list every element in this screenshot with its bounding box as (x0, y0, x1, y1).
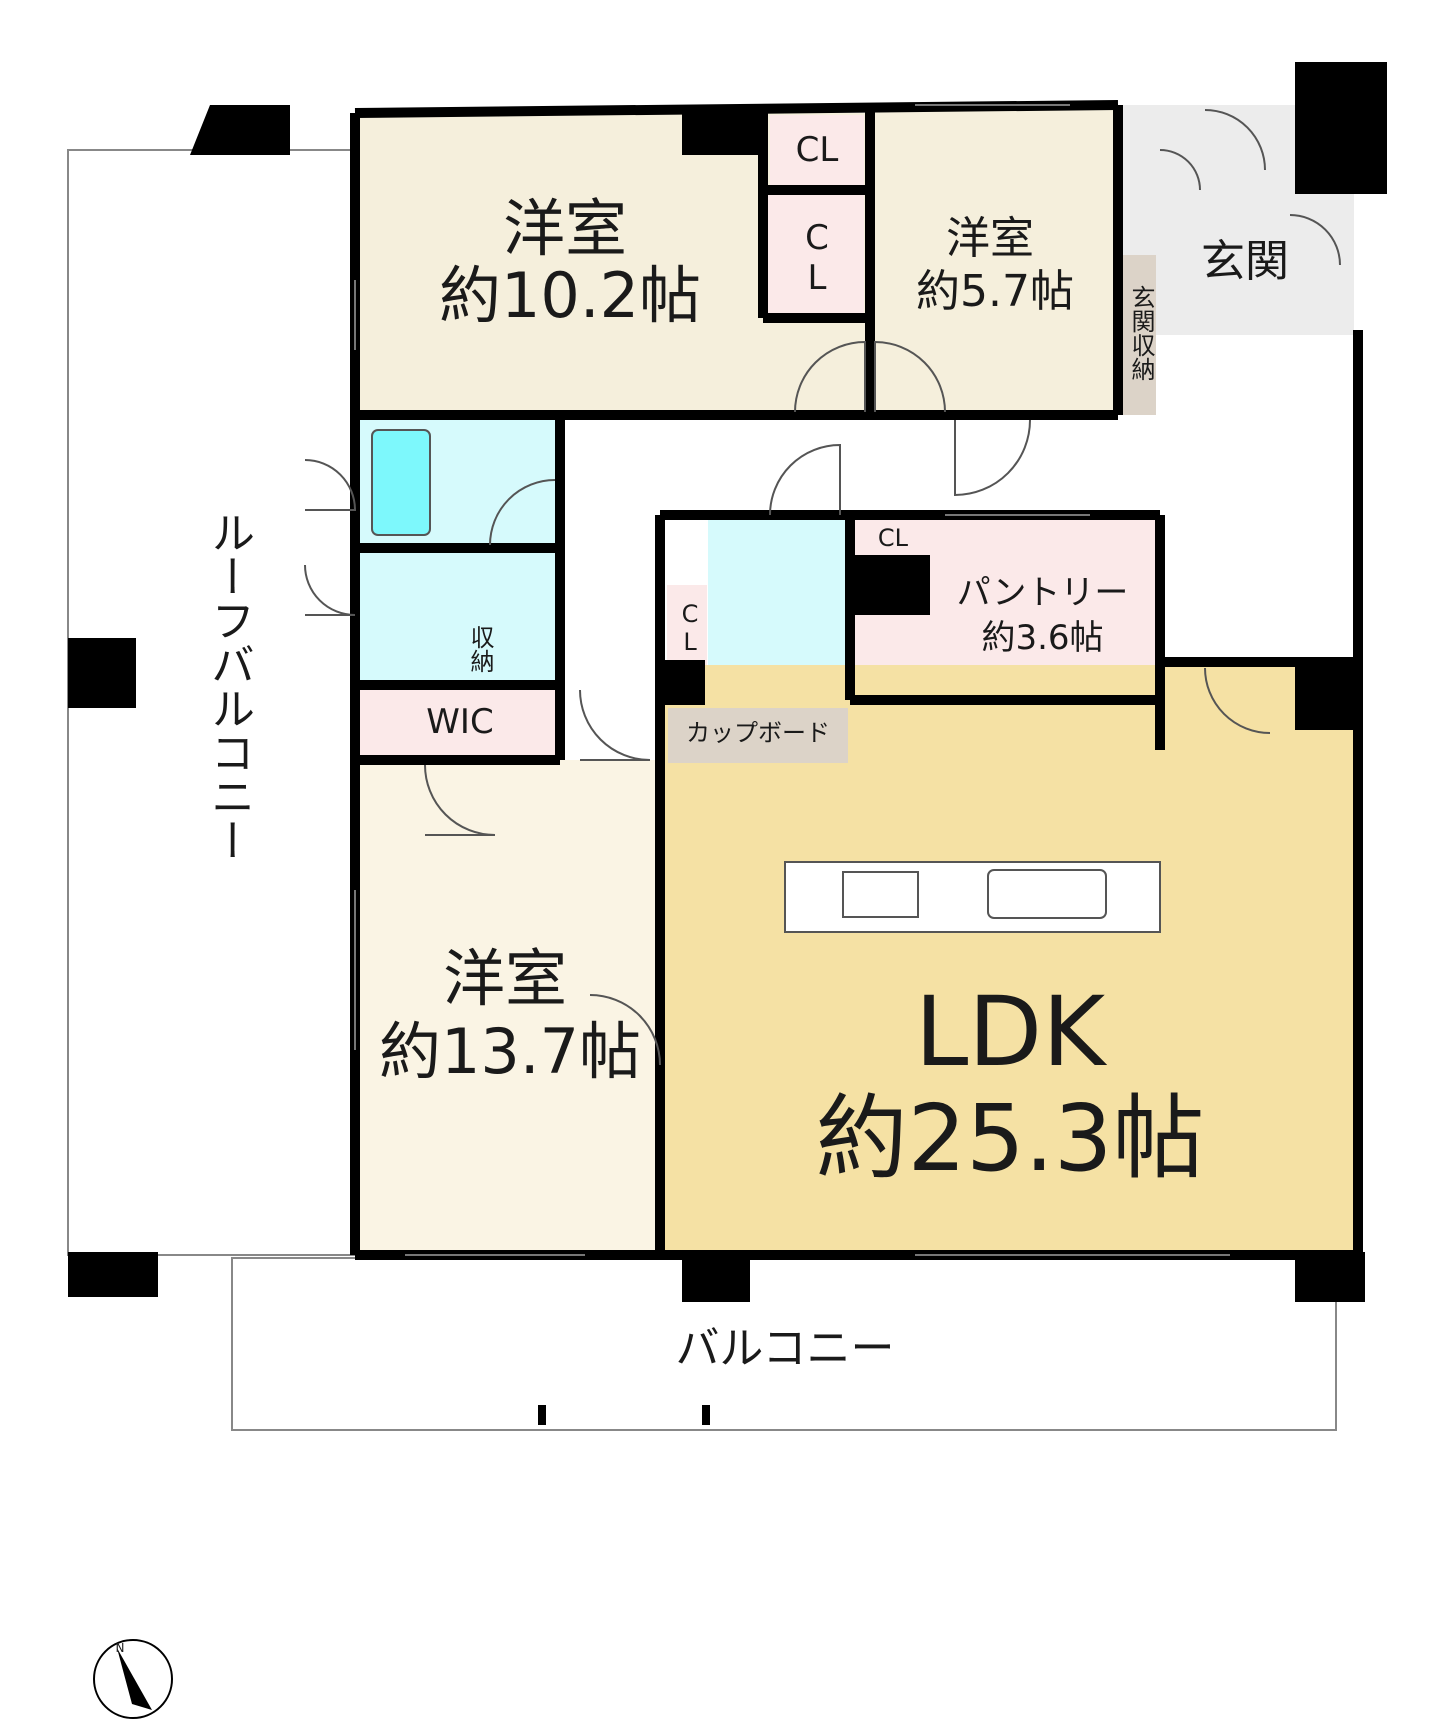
room-western-3-name: 洋室 (442, 942, 567, 1015)
wic-floor (358, 685, 558, 760)
roof-balcony-label: ルーフバルコニー (203, 510, 254, 862)
room-entrance-storage-name: 玄関収納 (1127, 285, 1155, 381)
kitchen-sink (987, 869, 1107, 919)
western-room-3-floor (358, 760, 660, 1255)
closet-4-label: CL (676, 600, 704, 656)
room-western-3-area: 約13.7帖 (378, 1015, 642, 1088)
balcony-post (538, 1405, 546, 1425)
closet-3-floor (855, 522, 930, 554)
closet-2-floor (767, 195, 864, 313)
bathtub (371, 429, 431, 536)
storage-label: 収納 (466, 625, 494, 673)
room-entrance-name: 玄関 (1201, 236, 1289, 287)
room-pantry-name: パントリー (956, 573, 1129, 613)
room-western-2-area: 約5.7帖 (916, 266, 1074, 317)
room-ldk-name: LDK (914, 976, 1106, 1088)
floor-plan (67, 62, 1387, 1431)
cooktop (842, 871, 919, 918)
room-pantry-area: 約3.6帖 (981, 618, 1104, 658)
entrance-storage-unit (1120, 255, 1156, 415)
closet-4-floor (667, 585, 707, 665)
cupboard-label: カップボード (686, 719, 830, 747)
closet-3-label: CL (877, 524, 909, 552)
walls (350, 100, 1363, 1260)
room-ldk-area: 約25.3帖 (815, 1085, 1205, 1192)
closet-1-label: CL (795, 130, 839, 170)
compass-north-label: N (115, 1641, 125, 1655)
room-wic-name: WIC (426, 702, 494, 742)
closet-2-label: CL (797, 218, 837, 298)
balcony-post (702, 1405, 710, 1425)
closet-1-floor (770, 115, 864, 185)
room-western-1-area: 約10.2帖 (438, 259, 702, 332)
room-western-1-name: 洋室 (502, 192, 627, 265)
door-swings (304, 109, 1341, 1066)
ldk-floor (665, 665, 1355, 1255)
western-room-2-floor (870, 110, 1115, 413)
balcony-label: バルコニー (675, 1323, 895, 1374)
compass-needle-icon (93, 1639, 173, 1719)
room-western-2-name: 洋室 (946, 213, 1034, 264)
windows (354, 104, 1230, 1256)
cupboard-unit (668, 708, 848, 763)
columns (68, 62, 1387, 1302)
toilet-floor (708, 520, 848, 675)
